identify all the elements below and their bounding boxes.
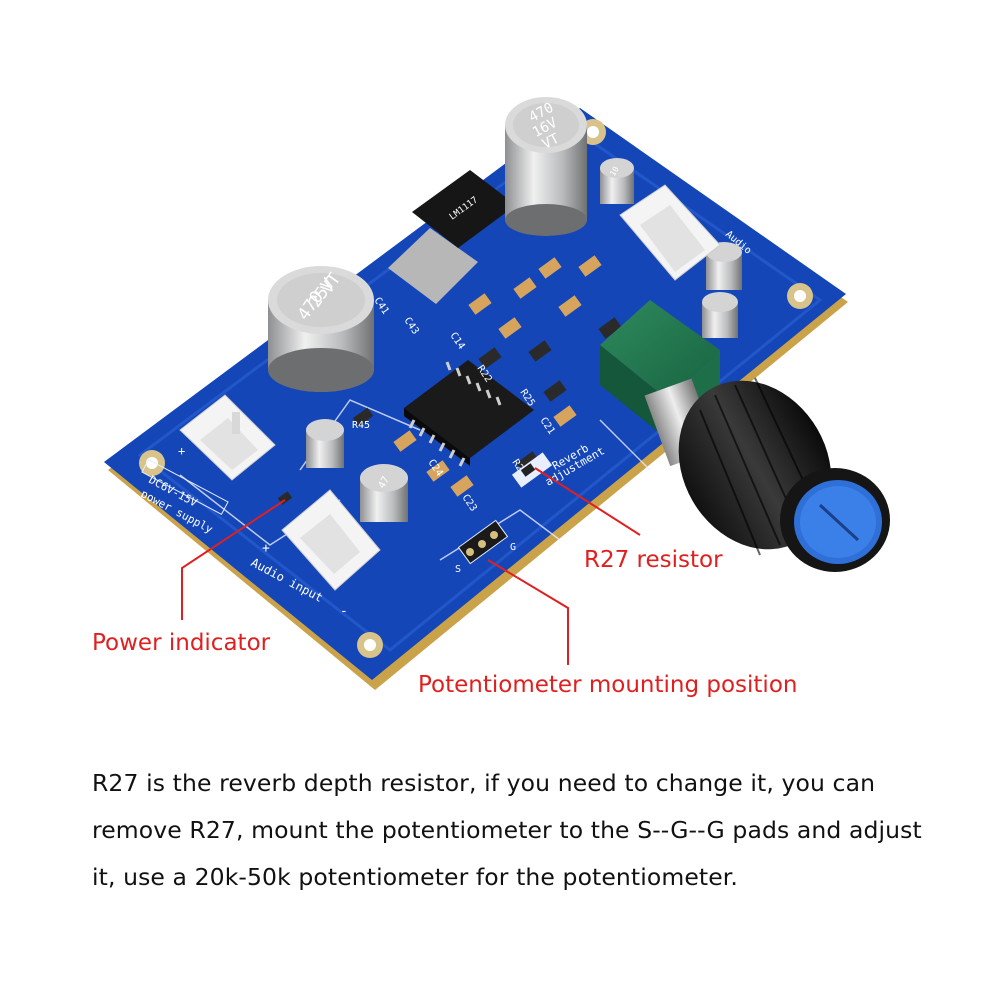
leader-pot [487, 559, 569, 665]
callout-power-indicator: Power indicator [92, 630, 271, 656]
silk-plus-2: + [262, 541, 270, 556]
capacitor-47-16v: 47 [360, 464, 408, 522]
smd-components [352, 255, 622, 497]
cap-small-top-label: 10 [608, 165, 621, 178]
mounting-holes [139, 119, 813, 658]
cap-47-label: 47 [376, 475, 392, 491]
callout-r27-resistor: R27 resistor [584, 547, 723, 573]
capacitor-small-top: 10 [600, 158, 634, 204]
capacitor-small-right [706, 242, 742, 290]
capacitor-470-25v: 470 25V VT [268, 266, 374, 392]
cap-label-vt: VT [540, 130, 563, 152]
silk-plus-1: + [178, 444, 185, 458]
connector-power [179, 394, 276, 481]
capacitor-small-left [306, 419, 344, 468]
callout-pot-mounting: Potentiometer mounting position [418, 672, 798, 698]
leader-power [181, 499, 286, 620]
voltage-regulator: LM1117 [388, 170, 516, 304]
pad-s: S [455, 564, 461, 575]
description-text: R27 is the reverb depth resistor, if you… [92, 769, 922, 891]
capacitor-small-right2 [702, 292, 738, 338]
pot-mounting-pads: S G [455, 519, 516, 575]
label-r45: R45 [352, 420, 370, 431]
connector-audio-out [619, 184, 721, 281]
connector-audio-in [281, 489, 381, 591]
pad-g: G [510, 542, 516, 553]
ic-chip [404, 360, 534, 467]
r27-resistor [511, 452, 553, 488]
silk-minus-2: - [340, 604, 348, 619]
capacitor-470-16v: 470 16V VT [505, 97, 587, 236]
leader-r27 [534, 467, 641, 536]
callout-lines [181, 467, 641, 665]
knob [678, 377, 890, 572]
